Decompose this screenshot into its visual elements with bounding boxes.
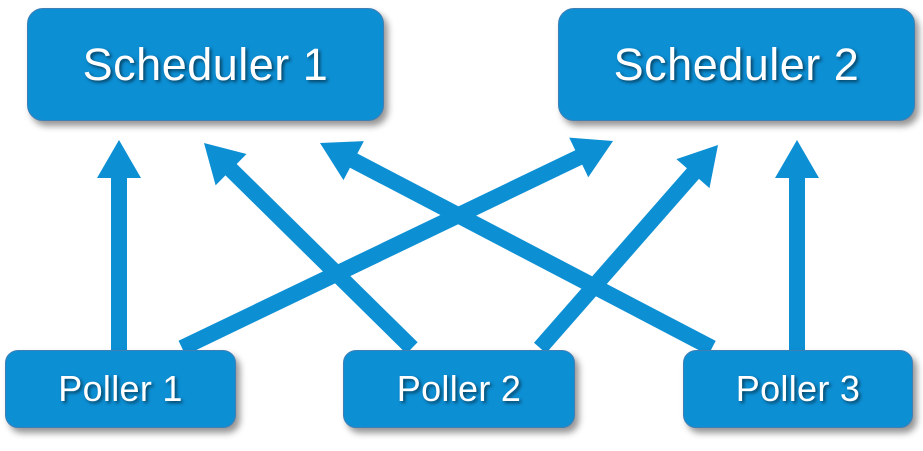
node-scheduler-2[interactable]: Scheduler 2 xyxy=(558,8,915,121)
node-poller-2[interactable]: Poller 2 xyxy=(343,350,575,428)
node-poller-1[interactable]: Poller 1 xyxy=(5,350,236,428)
node-poller-3[interactable]: Poller 3 xyxy=(683,350,913,428)
arrow-poller-3-to-scheduler-2 xyxy=(775,140,819,352)
arrow-poller-2-to-scheduler-2 xyxy=(533,145,718,354)
node-scheduler-1-label: Scheduler 1 xyxy=(82,39,329,90)
arrow-poller-1-to-scheduler-2 xyxy=(178,137,614,356)
node-scheduler-1[interactable]: Scheduler 1 xyxy=(27,8,384,121)
node-poller-1-label: Poller 1 xyxy=(58,368,183,409)
node-poller-3-label: Poller 3 xyxy=(735,368,861,409)
arrow-poller-1-to-scheduler-1 xyxy=(97,140,141,352)
arrow-poller-2-to-scheduler-1 xyxy=(204,143,418,354)
node-poller-2-label: Poller 2 xyxy=(396,368,522,409)
arrow-poller-3-to-scheduler-1 xyxy=(320,141,716,356)
node-scheduler-2-label: Scheduler 2 xyxy=(613,39,860,90)
